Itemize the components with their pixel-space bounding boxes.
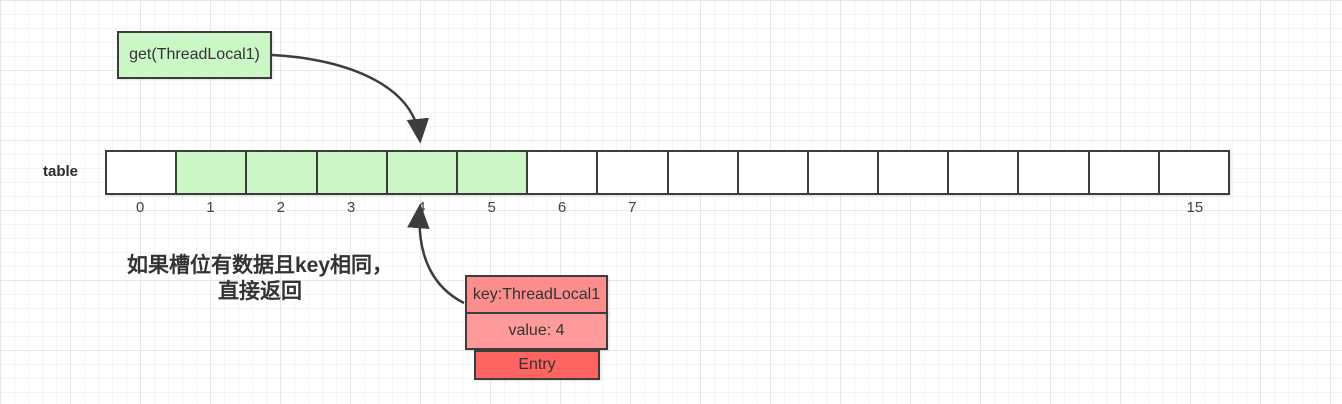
- annotation-line2: 直接返回: [218, 280, 302, 303]
- table-cell: [385, 152, 456, 193]
- table-index-labels: 0 1 2 3 4 5 6 7 15: [105, 199, 1230, 219]
- index-label: [1019, 199, 1089, 219]
- entry-type-box: Entry: [474, 350, 600, 380]
- index-label: [808, 199, 878, 219]
- annotation-text: 如果槽位有数据且key相同， 直接返回: [100, 253, 420, 305]
- table-cell: [245, 152, 316, 193]
- index-label: 2: [276, 199, 285, 216]
- index-label: 4: [417, 199, 426, 216]
- table-cell: [596, 152, 667, 193]
- index-label: 15: [1186, 199, 1204, 216]
- table-cell: [1157, 152, 1228, 193]
- index-label: 0: [135, 199, 145, 216]
- table-cell: [806, 152, 878, 193]
- table-array: [105, 150, 1230, 195]
- annotation-line1: 如果槽位有数据且key相同，: [126, 254, 394, 277]
- entry-value-box: value: 4: [465, 312, 608, 350]
- entry-to-slot4-arrow: [407, 203, 465, 305]
- index-label: 6: [557, 199, 567, 216]
- entry-key-label: key:ThreadLocal1: [472, 285, 601, 303]
- table-cell: [736, 152, 807, 193]
- entry-key-box: key:ThreadLocal1: [465, 275, 608, 314]
- get-call-box: get(ThreadLocal1): [117, 31, 272, 79]
- index-label: [949, 199, 1019, 219]
- table-cell: [107, 152, 176, 193]
- index-label: 5: [487, 199, 496, 216]
- index-label: [878, 199, 948, 219]
- index-label: 3: [346, 199, 356, 216]
- entry-type-label: Entry: [518, 356, 556, 373]
- index-label: [738, 199, 808, 219]
- table-cell: [1017, 152, 1088, 193]
- table-cell: [175, 152, 246, 193]
- index-label: [668, 199, 738, 219]
- table-cell: [526, 152, 597, 193]
- table-label: table: [42, 163, 78, 180]
- get-call-label: get(ThreadLocal1): [129, 46, 260, 63]
- table-cell: [315, 152, 386, 193]
- table-cell: [947, 152, 1018, 193]
- index-label: 1: [206, 199, 215, 216]
- table-cell: [455, 152, 527, 193]
- table-cell: [877, 152, 948, 193]
- table-cell: [666, 152, 737, 193]
- index-label: [1089, 199, 1159, 219]
- get-to-slot4-arrow: [271, 53, 430, 144]
- table-cell: [1087, 152, 1158, 193]
- index-label: 7: [628, 199, 637, 216]
- entry-value-label: value: 4: [508, 322, 565, 339]
